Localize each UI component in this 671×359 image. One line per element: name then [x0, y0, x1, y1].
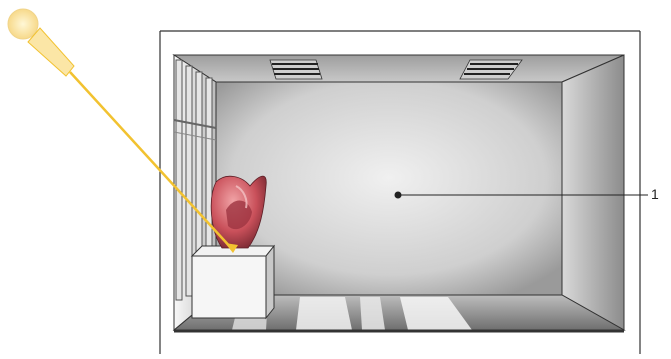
callout-number-label: 1 — [651, 186, 659, 202]
spotlight-icon — [270, 60, 322, 79]
pedestal — [192, 246, 274, 318]
sun-icon — [8, 9, 38, 39]
right-wall — [562, 55, 624, 330]
ceiling — [174, 55, 624, 82]
